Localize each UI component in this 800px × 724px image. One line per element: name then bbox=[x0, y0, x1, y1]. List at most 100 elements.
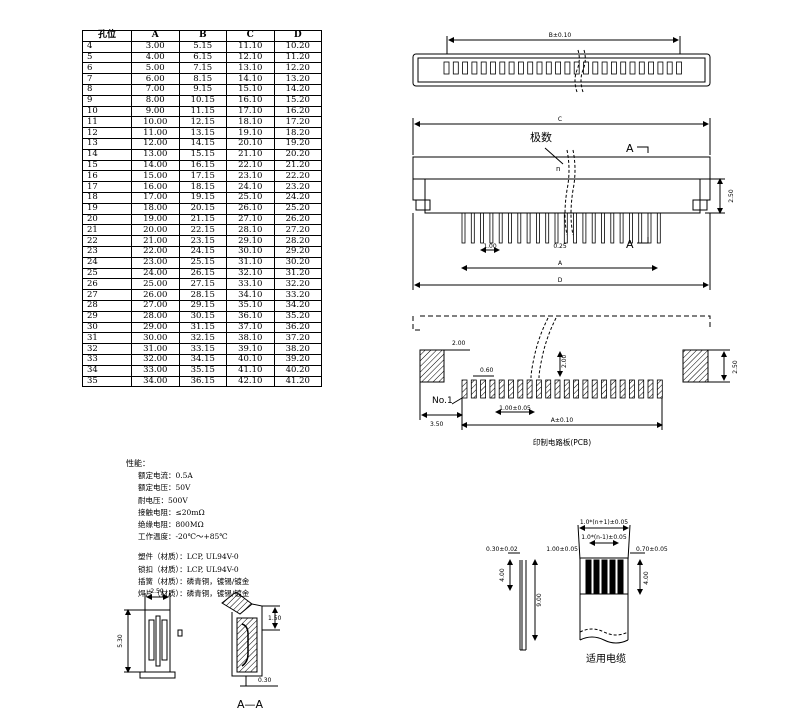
contact-pin bbox=[563, 212, 568, 244]
pcb-pad bbox=[545, 379, 552, 399]
contact-pin bbox=[461, 212, 466, 244]
contact-slot bbox=[564, 61, 571, 75]
contact-pin bbox=[629, 212, 633, 244]
contact-pin bbox=[610, 212, 615, 244]
table-cell: 18 bbox=[82, 191, 132, 204]
dim-b-label: B±0.10 bbox=[549, 32, 572, 39]
conductor-strip bbox=[609, 559, 616, 595]
table-cell: 20.00 bbox=[131, 224, 180, 237]
spec-line: 绝缘电阻：800MΩ bbox=[138, 520, 204, 530]
table-cell: 21.15 bbox=[178, 213, 227, 226]
contact-pin bbox=[498, 212, 503, 244]
contact-slot bbox=[657, 61, 664, 75]
contact-pin bbox=[591, 212, 596, 244]
contact-pin bbox=[517, 212, 522, 244]
table-cell: 36.15 bbox=[178, 375, 227, 388]
top-contact-slots bbox=[443, 61, 682, 75]
table-cell: 18.20 bbox=[273, 127, 322, 139]
table-cell: 17.15 bbox=[178, 170, 227, 183]
front-view bbox=[412, 118, 725, 290]
table-cell: 23.15 bbox=[178, 235, 227, 247]
contact-pin bbox=[489, 212, 494, 244]
table-cell: 13.00 bbox=[131, 148, 180, 161]
contact-pin bbox=[480, 212, 485, 244]
contact-pin bbox=[573, 212, 577, 244]
table-cell: 13 bbox=[82, 137, 132, 150]
table-cell: 16.15 bbox=[178, 159, 227, 172]
material-line: 塑件（材质）：LCP, UL94V-0 bbox=[138, 552, 239, 562]
contact-slot bbox=[536, 61, 543, 75]
poles-label: 极数 bbox=[530, 130, 552, 144]
pcb-pad bbox=[610, 379, 617, 399]
table-cell: 21 bbox=[82, 224, 132, 237]
spec-line: 耐电压：500V bbox=[138, 495, 188, 505]
material-line: 锁扣（材质）：LCP, UL94V-0 bbox=[138, 564, 239, 574]
cable-dim-strip: 4.00 bbox=[643, 571, 650, 585]
contact-slot bbox=[508, 61, 515, 75]
section-a-bottom-label: A bbox=[626, 238, 634, 251]
side-view bbox=[124, 593, 183, 679]
pcb-no1-label: No.1 bbox=[432, 396, 453, 406]
table-cell: 19.15 bbox=[178, 191, 227, 204]
contact-pin bbox=[601, 212, 605, 244]
pcb-pads bbox=[461, 379, 663, 399]
spec-block: 性能： 额定电流：0.5A 额定电压：50V 耐电压：500V 接触电阻：≤20… bbox=[126, 458, 249, 600]
table-cell: 28.20 bbox=[273, 235, 322, 247]
side-dim-width: 2.50 bbox=[150, 588, 164, 595]
pcb-pad bbox=[526, 379, 533, 399]
dim-pitch-label: 1.00 bbox=[483, 243, 497, 250]
contact-slot bbox=[601, 61, 608, 75]
pcb-pad bbox=[601, 379, 607, 399]
pcb-pad bbox=[508, 379, 514, 399]
dim-a-label: A bbox=[558, 260, 563, 267]
cable-top-view bbox=[577, 524, 645, 644]
table-cell: 19 bbox=[82, 202, 132, 215]
contact-slot bbox=[555, 61, 561, 75]
dim-c-label: C bbox=[558, 116, 562, 123]
pcb-pad bbox=[498, 379, 505, 399]
pcb-dim-right: 2.50 bbox=[732, 360, 739, 374]
contact-pin bbox=[656, 212, 661, 244]
cable-dim-pitch: 1.00±0.05 bbox=[546, 546, 578, 553]
table-cell: 20.20 bbox=[273, 148, 322, 161]
contact-slot bbox=[518, 61, 524, 75]
pcb-dim-left: 2.00 bbox=[452, 340, 466, 347]
spec-line: 额定电压：50V bbox=[138, 483, 191, 493]
conductor-strip bbox=[593, 559, 600, 595]
section-dim-height: 1.50 bbox=[268, 615, 282, 622]
pcb-pad bbox=[573, 379, 579, 399]
table-cell: 34.00 bbox=[131, 375, 180, 388]
table-cell: 18.15 bbox=[178, 181, 227, 193]
pcb-pad bbox=[480, 379, 487, 399]
table-cell: 35 bbox=[82, 375, 132, 388]
dim-height-label: 2.50 bbox=[728, 189, 735, 203]
top-view bbox=[412, 36, 711, 93]
table-cell: 22.20 bbox=[273, 170, 322, 183]
poles-n-label: n bbox=[556, 165, 560, 173]
contact-slot bbox=[443, 61, 450, 75]
contact-slot bbox=[676, 61, 682, 75]
contact-slot bbox=[583, 61, 589, 75]
table-cell: 12.00 bbox=[131, 137, 180, 150]
table-cell: 24.20 bbox=[273, 191, 322, 204]
pcb-dim-pitch: 1.00±0.05 bbox=[499, 405, 531, 412]
pcb-pad bbox=[591, 379, 598, 399]
spec-line: 工作温度：-20℃～+85℃ bbox=[138, 532, 228, 542]
pcb-dim-top: 2.00 bbox=[561, 354, 568, 368]
contact-slot bbox=[611, 61, 617, 75]
side-dim-height: 5.30 bbox=[117, 634, 124, 648]
